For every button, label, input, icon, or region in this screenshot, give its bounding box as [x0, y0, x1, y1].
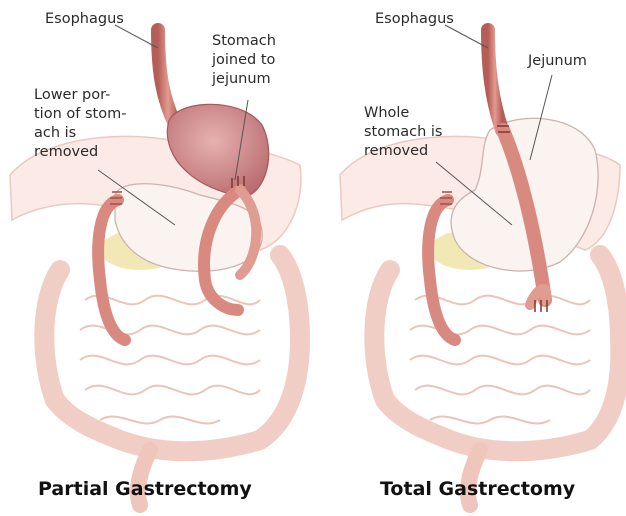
left-panel-title: Partial Gastrectomy — [38, 478, 252, 500]
left-lower-portion-label: Lower por- tion of stom- ach is removed — [34, 86, 126, 162]
right-whole-stomach-label: Whole stomach is removed — [364, 104, 442, 161]
right-large-intestine — [374, 255, 620, 451]
right-anatomy — [340, 25, 620, 505]
left-large-intestine — [44, 255, 300, 451]
right-panel-title: Total Gastrectomy — [380, 478, 575, 500]
right-esophagus — [488, 30, 502, 130]
left-stomach-joined-label: Stomach joined to jejunum — [212, 32, 276, 89]
left-esophagus-label: Esophagus — [45, 10, 124, 29]
right-esophagus-label: Esophagus — [375, 10, 454, 29]
right-jejunum-limb — [530, 289, 546, 305]
right-jejunum-label: Jejunum — [528, 52, 587, 71]
